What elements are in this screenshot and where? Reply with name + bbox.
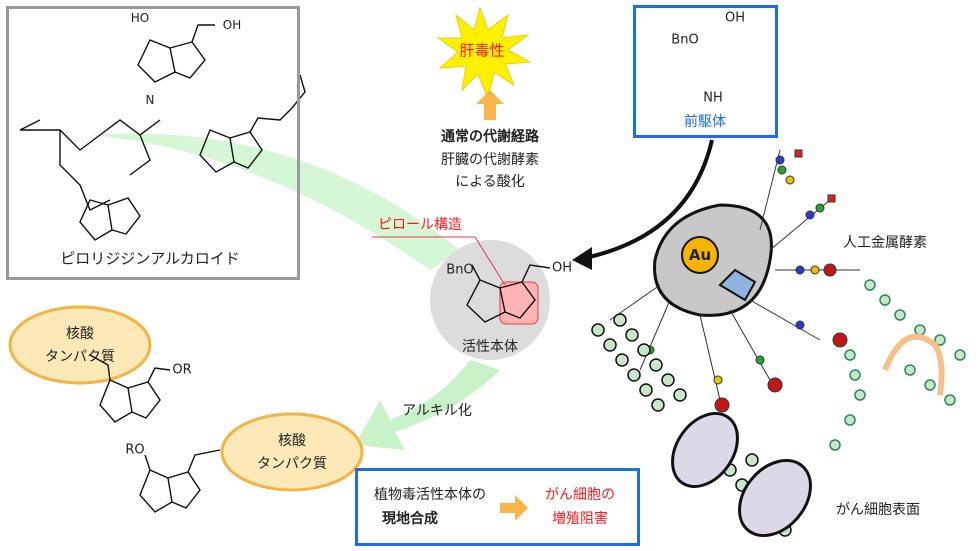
active-oh-label: OH bbox=[551, 260, 573, 276]
target-1-line1: 核酸 bbox=[66, 326, 94, 342]
result-right-line2: 増殖阻害 bbox=[552, 511, 608, 527]
target-2-line2: タンパク質 bbox=[257, 456, 327, 472]
result-right-line1: がん細胞の bbox=[545, 487, 615, 503]
n-label: N bbox=[145, 93, 155, 107]
ro-label: RO bbox=[125, 442, 145, 458]
result-arrow bbox=[500, 495, 528, 521]
pyrrole-pointer-line-2 bbox=[474, 236, 506, 286]
gold-label: Au bbox=[688, 246, 712, 264]
ho-label: HO bbox=[130, 11, 150, 25]
normal-pathway-line2: による酸化 bbox=[455, 174, 525, 190]
target-2-line1: 核酸 bbox=[278, 433, 306, 449]
alkylation-arrow bbox=[355, 360, 500, 450]
precursor-label: 前駆体 bbox=[684, 114, 726, 130]
precursor-oh-label: OH bbox=[724, 10, 746, 26]
glycan-chains bbox=[609, 149, 860, 413]
active-species-label: 活性本体 bbox=[462, 339, 518, 355]
normal-pathway-line1: 肝臓の代謝酵素 bbox=[441, 152, 539, 168]
cell-surface-label: がん細胞表面 bbox=[836, 502, 920, 518]
adduct-structures bbox=[89, 354, 221, 513]
ligand-shape bbox=[718, 268, 757, 302]
target-ellipse-1 bbox=[8, 305, 152, 385]
normal-pathway-title: 通常の代謝経路 bbox=[441, 129, 539, 145]
bno-label: BnO bbox=[671, 32, 699, 48]
arrowhead bbox=[572, 247, 592, 270]
polysaccharide-chains bbox=[829, 279, 966, 451]
membrane-protein-1 bbox=[671, 412, 739, 488]
pyrrole-structure-label: ピロール構造 bbox=[378, 217, 462, 233]
gold-catalyst bbox=[681, 236, 719, 274]
membrane-protein-2 bbox=[738, 458, 812, 538]
hepatotoxicity-label: 肝毒性 bbox=[459, 41, 505, 60]
enzyme-label: 人工金属酵素 bbox=[843, 235, 927, 251]
natural-product-structures bbox=[19, 24, 306, 241]
receptor-arc bbox=[882, 333, 945, 396]
target-ellipse-2 bbox=[220, 412, 364, 492]
alkylation-label: アルキル化 bbox=[402, 403, 472, 419]
natural-product-caption: ピロリジジンアルカロイド bbox=[60, 249, 240, 268]
oh-label: OH bbox=[222, 18, 242, 32]
green-pathway-arrow bbox=[90, 133, 460, 270]
active-bno-label: BnO bbox=[446, 262, 474, 278]
toxicity-arrow bbox=[476, 90, 504, 120]
nh-label: NH bbox=[703, 90, 723, 106]
result-left-line2: 現地合成 bbox=[382, 511, 438, 527]
active-species-circle bbox=[430, 240, 550, 360]
target-1-line2: タンパク質 bbox=[45, 349, 115, 365]
result-box bbox=[355, 468, 640, 546]
active-species-structure bbox=[466, 264, 551, 323]
or-label: OR bbox=[172, 362, 192, 378]
precursor-to-active-arrow bbox=[584, 139, 714, 260]
precursor-box bbox=[633, 5, 778, 138]
result-left-line1: 植物毒活性本体の bbox=[374, 487, 486, 503]
natural-product-box bbox=[6, 6, 300, 280]
